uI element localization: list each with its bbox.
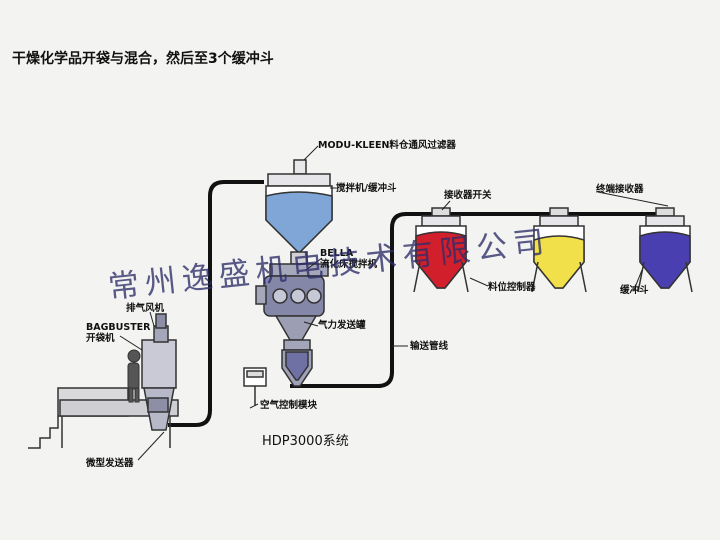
pneumatic-vessel (281, 339, 313, 387)
air-control-module (243, 367, 267, 406)
label-level-controller: 料位控制器 (488, 282, 536, 293)
label-air-control: 空气控制模块 (260, 400, 318, 411)
receiver-hopper-blue (637, 207, 693, 293)
mixer-hopper (265, 159, 333, 265)
label-bella-1: BELLA (320, 248, 354, 259)
system-name: HDP3000系统 (262, 434, 349, 449)
label-bagbuster-1: BAGBUSTER (86, 322, 151, 333)
conveying-pipe-feed (168, 180, 264, 427)
label-modu-kleen: MODU-KLEEN料仓通风过滤器 (318, 140, 456, 151)
label-conveying-line: 输送管线 (410, 341, 449, 352)
operator-figure (127, 349, 141, 403)
label-bella-2: 流化床搅拌机 (320, 259, 378, 270)
label-exhaust-fan: 排气风机 (126, 303, 165, 314)
conveying-pipe-main (290, 212, 668, 388)
bagbuster-unit (141, 313, 177, 431)
receiver-hopper-red (413, 207, 469, 293)
operator-platform (28, 387, 179, 449)
leader-lines (119, 145, 669, 461)
label-micro-sender: 微型发送器 (86, 458, 134, 469)
receiver-hopper-yellow (531, 207, 587, 293)
label-mixer: 搅拌机/缓冲斗 (336, 183, 397, 194)
label-terminal-receiver: 终端接收器 (596, 184, 644, 195)
label-buffer-hopper: 缓冲斗 (620, 285, 649, 296)
label-bagbuster-2: 开袋机 (86, 333, 115, 344)
label-pneumatic-vessel: 气力发送罐 (318, 320, 366, 331)
label-receiver-switch: 接收器开关 (444, 190, 492, 201)
diagram-title: 干燥化学品开袋与混合，然后至3个缓冲斗 (12, 51, 274, 67)
